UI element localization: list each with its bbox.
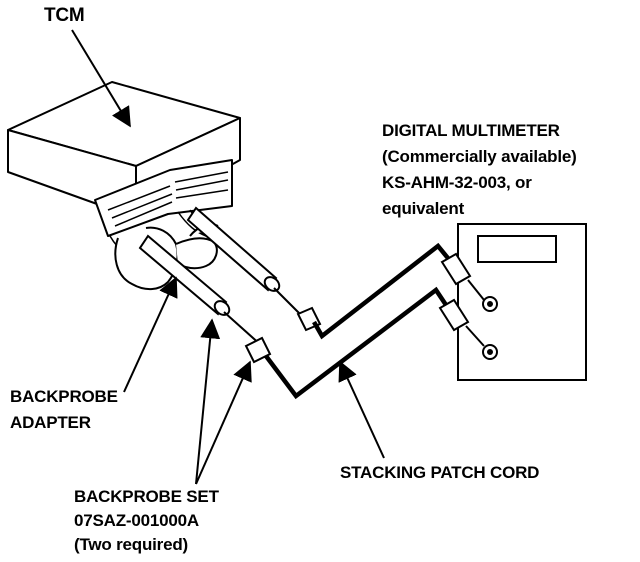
arrow-tcm bbox=[71, 29, 131, 128]
label-multimeter-line3: KS-AHM-32-003, or bbox=[382, 173, 532, 192]
label-backprobe-set-line2: 07SAZ-001000A bbox=[74, 511, 199, 530]
label-tcm: TCM bbox=[44, 5, 85, 26]
probe-clip-connectors bbox=[244, 306, 322, 364]
arrow-patch-cord bbox=[338, 360, 385, 459]
label-patch-cord: STACKING PATCH CORD bbox=[340, 463, 540, 482]
backprobe-adapter-left bbox=[138, 234, 263, 347]
label-backprobe-set-line3: (Two required) bbox=[74, 535, 188, 554]
leader-arrows bbox=[71, 29, 385, 485]
backprobe-adapter-right bbox=[186, 206, 301, 315]
arrow-backprobe-set-right bbox=[195, 360, 252, 485]
label-backprobe-adapter-line2: ADAPTER bbox=[10, 413, 91, 432]
label-backprobe-set-line1: BACKPROBE SET bbox=[74, 487, 219, 506]
label-backprobe-adapter-line1: BACKPROBE bbox=[10, 387, 118, 406]
label-multimeter-line2: (Commercially available) bbox=[382, 147, 577, 166]
stacking-patch-cord bbox=[264, 242, 458, 400]
label-multimeter-line1: DIGITAL MULTIMETER bbox=[382, 121, 560, 140]
patch-cord-lower bbox=[264, 286, 454, 400]
arrow-backprobe-adapter bbox=[123, 276, 178, 393]
multimeter-display bbox=[477, 235, 557, 263]
patch-cord-upper bbox=[312, 242, 458, 340]
label-multimeter-line4: equivalent bbox=[382, 199, 465, 218]
digital-multimeter bbox=[438, 223, 587, 381]
arrow-backprobe-set-left bbox=[195, 318, 221, 485]
